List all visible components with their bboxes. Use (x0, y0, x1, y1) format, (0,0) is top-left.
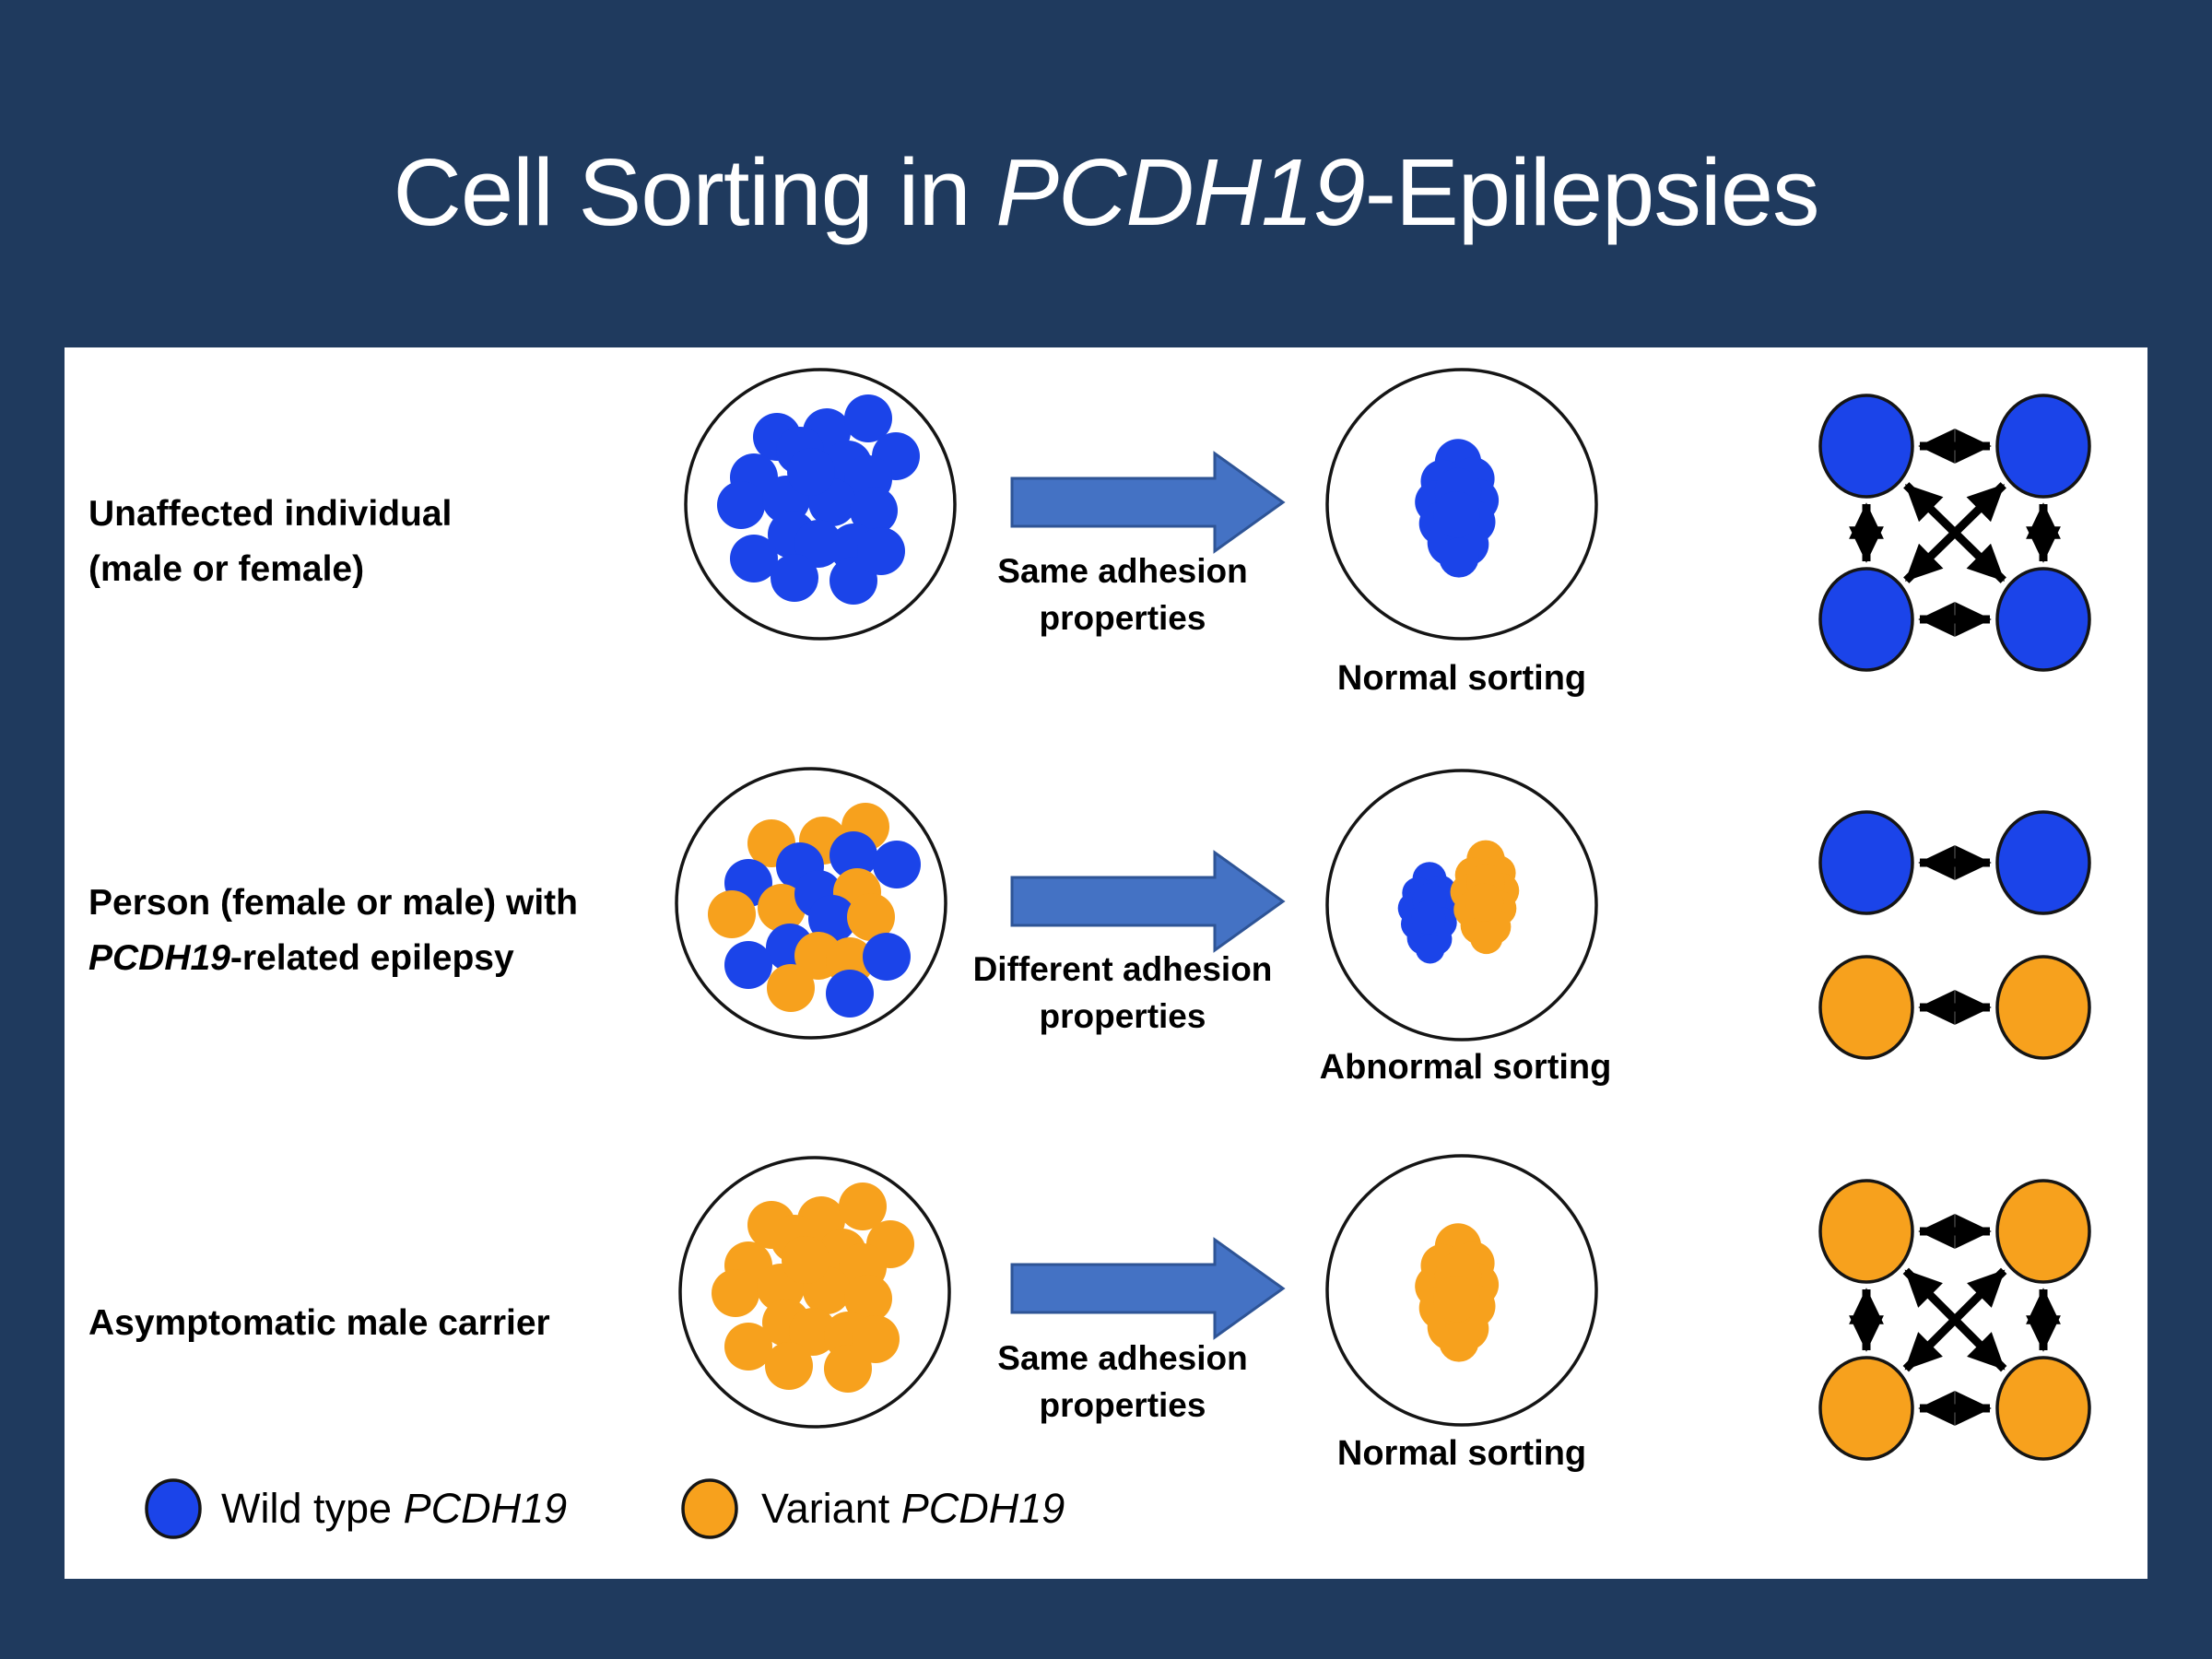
sorting-label-row2: Abnormal sorting (1319, 1048, 1612, 1087)
arrow-caption-row1: Same adhesion properties (997, 547, 1247, 641)
cell-dot (771, 554, 818, 602)
cell-dot (863, 933, 911, 981)
cell-dot (826, 970, 874, 1018)
cell-dot (830, 831, 877, 879)
network-cell (1818, 1179, 1914, 1284)
sorted-cell-aggregate (1415, 1223, 1500, 1362)
cell-dot (857, 527, 905, 575)
cell-dot (717, 481, 765, 529)
cell-dot (789, 1308, 837, 1356)
legend-swatch-variant-icon (681, 1478, 738, 1539)
cell-dot (847, 893, 895, 941)
network-cell (1818, 955, 1914, 1060)
network-cell (1818, 394, 1914, 499)
legend-swatch-wild-type-icon (145, 1478, 202, 1539)
adhesion-network (1818, 1179, 2091, 1461)
legend-variant-prefix: Variant (761, 1485, 901, 1532)
row-label-carrier-line1: Asymptomatic male carrier (88, 1303, 550, 1343)
content-panel (65, 347, 2147, 1579)
cell-dot (730, 535, 778, 582)
cell-mixture-dish (675, 767, 947, 1040)
network-cell (1995, 567, 2091, 672)
row-label-affected: Person (female or male) with PCDH19-rela… (88, 876, 578, 986)
cell-dot (844, 1275, 892, 1323)
cell-dot (850, 487, 898, 535)
cell-dot (708, 890, 756, 938)
cell-dot (873, 841, 921, 888)
cell-dot (712, 1269, 759, 1317)
arrow-caption-row3: Same adhesion properties (997, 1335, 1247, 1429)
cell-dot (758, 884, 806, 932)
cell-dot (844, 394, 892, 442)
arrow-caption-row2-line1: Different adhesion (972, 950, 1273, 988)
process-arrow (1010, 451, 1286, 554)
network-cell (1995, 394, 2091, 499)
cell-dot (724, 941, 772, 989)
row-label-unaffected-line1: Unaffected individual (88, 494, 453, 534)
process-arrow (1010, 1237, 1286, 1340)
cell-dot (852, 1315, 900, 1363)
cell-dot (794, 520, 842, 568)
cell-dot (839, 1182, 887, 1230)
adhesion-network (1818, 394, 2091, 672)
title-suffix: -Epilepsies (1364, 139, 1820, 245)
arrow-caption-row2-line2: properties (1039, 997, 1206, 1035)
cell-mixture-dish (684, 368, 957, 641)
adhesion-network (1818, 810, 2091, 1060)
arrow-caption-row3-line1: Same adhesion (997, 1339, 1248, 1377)
cell-dot (724, 1323, 772, 1371)
network-cell (1995, 1179, 2091, 1284)
arrow-caption-row1-line1: Same adhesion (997, 552, 1248, 590)
sorted-cell-aggregate (1397, 862, 1460, 964)
network-cell (1995, 955, 2091, 1060)
double-arrow (1903, 482, 2006, 583)
row-label-affected-gene: PCDH19 (88, 938, 230, 978)
row-label-unaffected-line2: (male or female) (88, 549, 365, 589)
row-label-affected-line2: PCDH19-related epilepsy (88, 931, 578, 986)
cell-dot (782, 1236, 830, 1284)
double-arrow (1902, 1267, 2007, 1372)
sorting-label-row3: Normal sorting (1336, 1434, 1587, 1473)
legend-wild-prefix: Wild type (221, 1485, 404, 1532)
network-cell (1818, 1356, 1914, 1461)
legend-variant-gene: PCDH19 (900, 1485, 1065, 1532)
cell-dot (767, 964, 815, 1012)
title-prefix: Cell Sorting in (393, 139, 996, 245)
network-cell (1818, 567, 1914, 672)
cell-dot (808, 895, 856, 943)
legend-label-variant: Variant PCDH19 (761, 1485, 1065, 1533)
arrow-caption-row1-line2: properties (1039, 599, 1206, 637)
row-label-affected-rest: -related epilepsy (229, 938, 514, 978)
row-label-carrier: Asymptomatic male carrier (88, 1296, 550, 1351)
page-title: Cell Sorting in PCDH19-Epilepsies (0, 138, 2212, 247)
cell-mixture-dish (678, 1156, 951, 1429)
network-cell (1818, 810, 1914, 915)
network-cell (1995, 810, 2091, 915)
sorted-cell-aggregate (1415, 439, 1500, 578)
arrow-caption-row3-line2: properties (1039, 1386, 1206, 1424)
network-cell (1995, 1356, 2091, 1461)
legend-wild-gene: PCDH19 (403, 1485, 568, 1532)
cell-dot (765, 1342, 813, 1390)
sorted-cell-aggregate (1450, 840, 1520, 955)
cell-dot (787, 448, 835, 496)
process-arrow (1010, 850, 1286, 953)
row-label-unaffected: Unaffected individual (male or female) (88, 487, 452, 597)
sorting-label-row1: Normal sorting (1336, 659, 1587, 698)
title-gene-name: PCDH19 (995, 139, 1365, 245)
arrow-caption-row2: Different adhesion properties (973, 946, 1273, 1040)
row-label-affected-line1: Person (female or male) with (88, 883, 578, 923)
legend-label-wild-type: Wild type PCDH19 (221, 1485, 567, 1533)
